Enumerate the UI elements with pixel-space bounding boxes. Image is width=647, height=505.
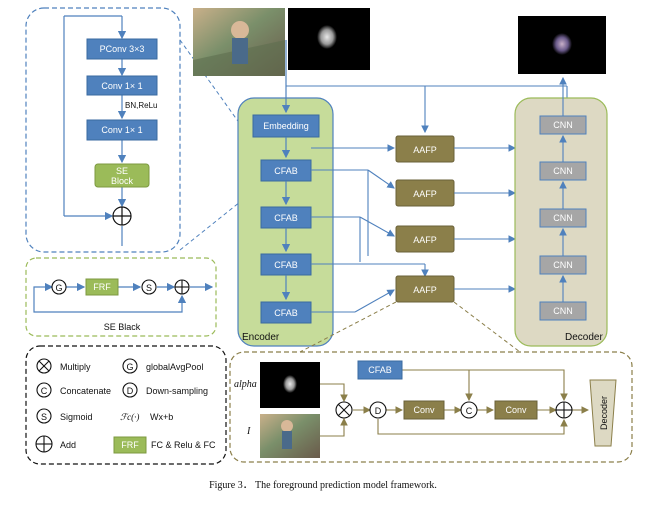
input-mask	[288, 8, 370, 70]
svg-text:D: D	[127, 386, 134, 396]
cnn-label: CNN	[553, 120, 573, 130]
frf-label: FRF	[93, 282, 111, 292]
pconv-box	[86, 38, 158, 60]
svg-text:C: C	[41, 386, 48, 396]
add-icon	[555, 401, 573, 419]
conv1x1-label-2: Conv 1× 1	[101, 125, 142, 135]
conv1x1-box-2	[86, 119, 158, 141]
sigmoid-icon: S	[141, 279, 157, 295]
down-sampling-icon: D	[122, 382, 138, 398]
aafp-label: AAFP	[413, 189, 437, 199]
concatenate-icon: C	[36, 382, 52, 398]
figure-caption: Figure 3． The foreground prediction mode…	[209, 480, 437, 491]
se-block-label-2: Block	[111, 176, 134, 186]
global-avg-pool-icon: G	[122, 358, 138, 374]
cfab-label: CFAB	[274, 308, 298, 318]
refine-conv-label-1: Conv	[413, 405, 435, 415]
conv1x1-box-1	[86, 75, 158, 96]
aafp-box	[395, 135, 455, 163]
add-icon	[174, 279, 190, 295]
bn-relu-label: BN,ReLu	[125, 101, 157, 110]
legend-frf-box	[113, 436, 147, 454]
input-i-label: I	[246, 426, 251, 437]
input-i-image	[260, 414, 320, 458]
cnn-label: CNN	[553, 213, 573, 223]
refine-conv-box-1	[403, 400, 445, 420]
se-block-panel: G FRF S SE Black	[25, 257, 217, 337]
svg-text:D: D	[375, 406, 382, 416]
multiply-icon	[36, 358, 52, 374]
cnn-label: CNN	[553, 306, 573, 316]
refine-cfab-box	[357, 360, 403, 380]
sigmoid-icon: S	[36, 408, 52, 424]
refinement-panel	[229, 351, 633, 463]
input-photo	[193, 8, 285, 76]
frf-box	[85, 278, 119, 296]
legend-panel: Multiply C Concatenate S Sigmoid Add G g…	[25, 345, 227, 465]
conv1x1-label-1: Conv 1× 1	[101, 81, 142, 91]
se-block-title: SE Black	[104, 322, 141, 332]
legend-down-sampling: Down-sampling	[146, 386, 208, 396]
embedding-label: Embedding	[263, 121, 309, 131]
decoder-label: Decoder	[565, 332, 603, 343]
legend-multiply: Multiply	[60, 362, 91, 372]
legend-frf-desc: FC & Relu & FC	[151, 440, 216, 450]
refine-cfab-label: CFAB	[368, 365, 392, 375]
aafp-to-decoder-connections	[454, 144, 517, 293]
down-sampling-icon: D	[369, 401, 387, 419]
svg-text:S: S	[41, 412, 47, 422]
se-block-label-1: SE	[116, 166, 128, 176]
svg-text:C: C	[466, 406, 473, 416]
cfab-label: CFAB	[274, 213, 298, 223]
legend-fc-formula: Wx+b	[150, 412, 173, 422]
encoder-label: Encoder	[242, 332, 280, 343]
se-block-box	[94, 163, 150, 188]
legend-add: Add	[60, 440, 76, 450]
cnn-label: CNN	[553, 166, 573, 176]
output-image	[518, 16, 606, 74]
cfab-label: CFAB	[274, 260, 298, 270]
aafp-label: AAFP	[413, 285, 437, 295]
legend-sigmoid: Sigmoid	[60, 412, 93, 422]
refine-decoder-label: Decoder	[599, 396, 609, 430]
aafp-label: AAFP	[413, 145, 437, 155]
add-icon	[112, 206, 132, 226]
add-icon	[35, 435, 53, 453]
pconv-label: PConv 3×3	[100, 44, 145, 54]
legend-frf-label: FRF	[121, 440, 139, 450]
concatenate-icon: C	[460, 401, 478, 419]
svg-text:G: G	[55, 283, 62, 293]
alpha-label: alpha	[234, 379, 257, 390]
refine-conv-label-2: Conv	[505, 405, 527, 415]
svg-text:G: G	[126, 362, 133, 372]
cnn-label: CNN	[553, 260, 573, 270]
aafp-label: AAFP	[413, 235, 437, 245]
legend-global-avg-pool: globalAvgPool	[146, 362, 203, 372]
svg-text:S: S	[146, 283, 152, 293]
legend-fc-symbol: ℱc(·)	[120, 412, 139, 422]
alpha-image	[260, 362, 320, 408]
global-avg-pool-icon: G	[51, 279, 67, 295]
refine-conv-box-2	[494, 400, 538, 420]
cfab-detail-panel: PConv 3×3 Conv 1× 1 BN,ReLu Conv 1× 1 SE…	[25, 7, 181, 253]
refine-decoder-block: Decoder	[589, 379, 617, 447]
legend-concatenate: Concatenate	[60, 386, 111, 396]
cfab-label: CFAB	[274, 166, 298, 176]
multiply-icon	[335, 401, 353, 419]
